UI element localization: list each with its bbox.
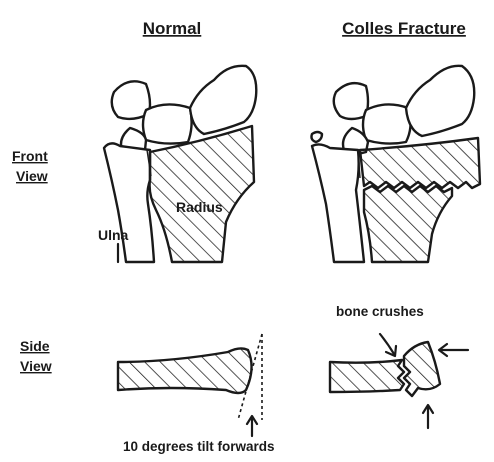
normal-side-view	[118, 334, 262, 436]
colles-ulna	[312, 144, 364, 262]
bone-crushes-arrow	[380, 334, 394, 354]
tilt-annotation: 10 degrees tilt forwards	[123, 439, 275, 454]
colles-side-radius-shaft	[330, 360, 404, 392]
colles-fracture-header: Colles Fracture	[342, 19, 466, 38]
colles-carpal-bone-1	[334, 83, 368, 119]
ulna-label: Ulna	[98, 227, 129, 243]
side-view-label-line1: Side	[20, 338, 50, 354]
normal-radius	[150, 126, 254, 262]
normal-header: Normal	[143, 19, 202, 38]
colles-ulnar-styloid-fragment	[312, 132, 323, 142]
normal-ulna	[104, 143, 154, 262]
side-view-label: Side View	[20, 338, 52, 374]
colles-side-view	[330, 334, 468, 428]
normal-carpal-bone-3	[190, 66, 256, 134]
side-view-label-line2: View	[20, 358, 52, 374]
radius-label: Radius	[176, 199, 223, 215]
colles-radius-shaft	[364, 186, 452, 262]
colles-distal-radius-fragment	[360, 138, 480, 188]
normal-side-radius	[118, 348, 252, 393]
front-view-label-line1: Front	[12, 148, 48, 164]
front-view-label-line2: View	[16, 168, 48, 184]
bone-crushes-annotation: bone crushes	[336, 304, 424, 319]
front-view-label: Front View	[12, 148, 48, 184]
colles-front-view	[312, 66, 481, 262]
colles-carpal-bone-3	[406, 66, 474, 136]
colles-carpal-bone-2	[363, 104, 411, 143]
normal-carpal-bone-2	[143, 104, 192, 143]
colles-side-displaced-fragment	[404, 342, 440, 396]
